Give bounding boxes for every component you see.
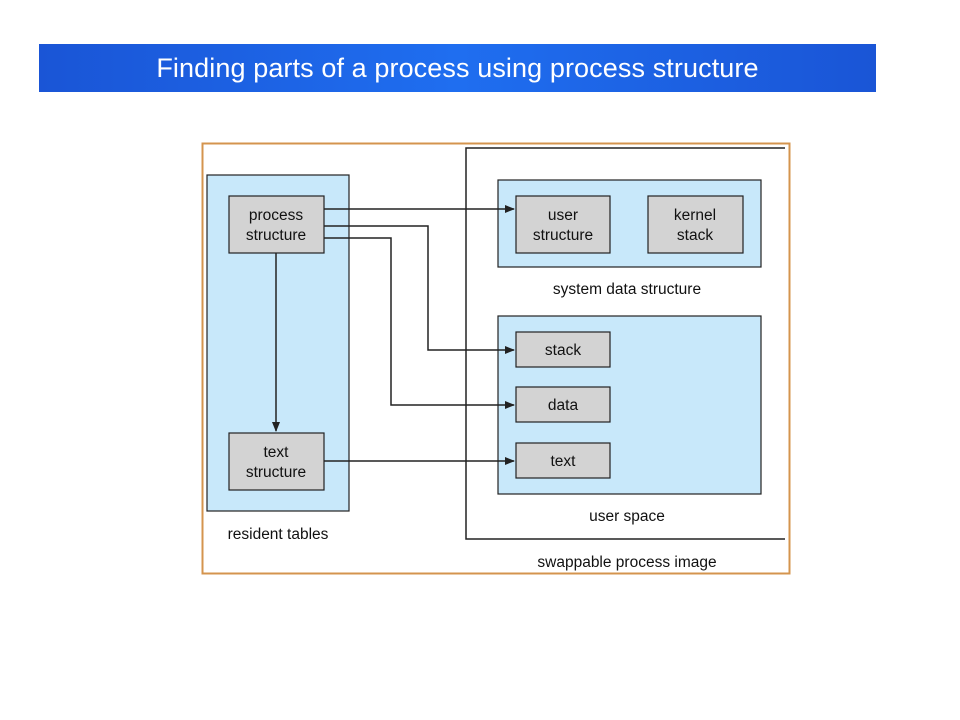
user-space-label: user space (589, 508, 665, 525)
resident-tables-label: resident tables (228, 526, 329, 543)
kernel-stack-label-line2: stack (677, 227, 713, 244)
text-structure-box (228, 432, 325, 491)
system-data-structure-label: system data structure (553, 281, 701, 298)
swappable-process-image-region (465, 147, 785, 540)
kernel-stack-label-line1: kernel (674, 207, 716, 224)
arrow-process-to-stack (324, 225, 515, 354)
process-structure-box (228, 195, 325, 254)
slide-title: Finding parts of a process using process… (156, 52, 759, 83)
text-box (515, 442, 611, 479)
user-structure-label-line1: user (548, 207, 578, 224)
user-structure-box (515, 195, 611, 254)
stack-label: stack (545, 342, 581, 359)
text-structure-label-line1: text (264, 444, 290, 461)
text-label: text (551, 453, 577, 470)
swappable-process-image-label: swappable process image (537, 554, 716, 571)
process-structure-label-line1: process (249, 207, 304, 224)
title-bar: Finding parts of a process using process… (39, 44, 876, 92)
arrow-process-to-data (324, 237, 515, 409)
process-structure-label-line2: structure (246, 227, 306, 244)
data-label: data (548, 397, 579, 414)
stack-box (515, 331, 611, 368)
data-box (515, 386, 611, 423)
text-structure-label-line2: structure (246, 464, 306, 481)
kernel-stack-box (647, 195, 744, 254)
user-structure-label-line2: structure (533, 227, 593, 244)
